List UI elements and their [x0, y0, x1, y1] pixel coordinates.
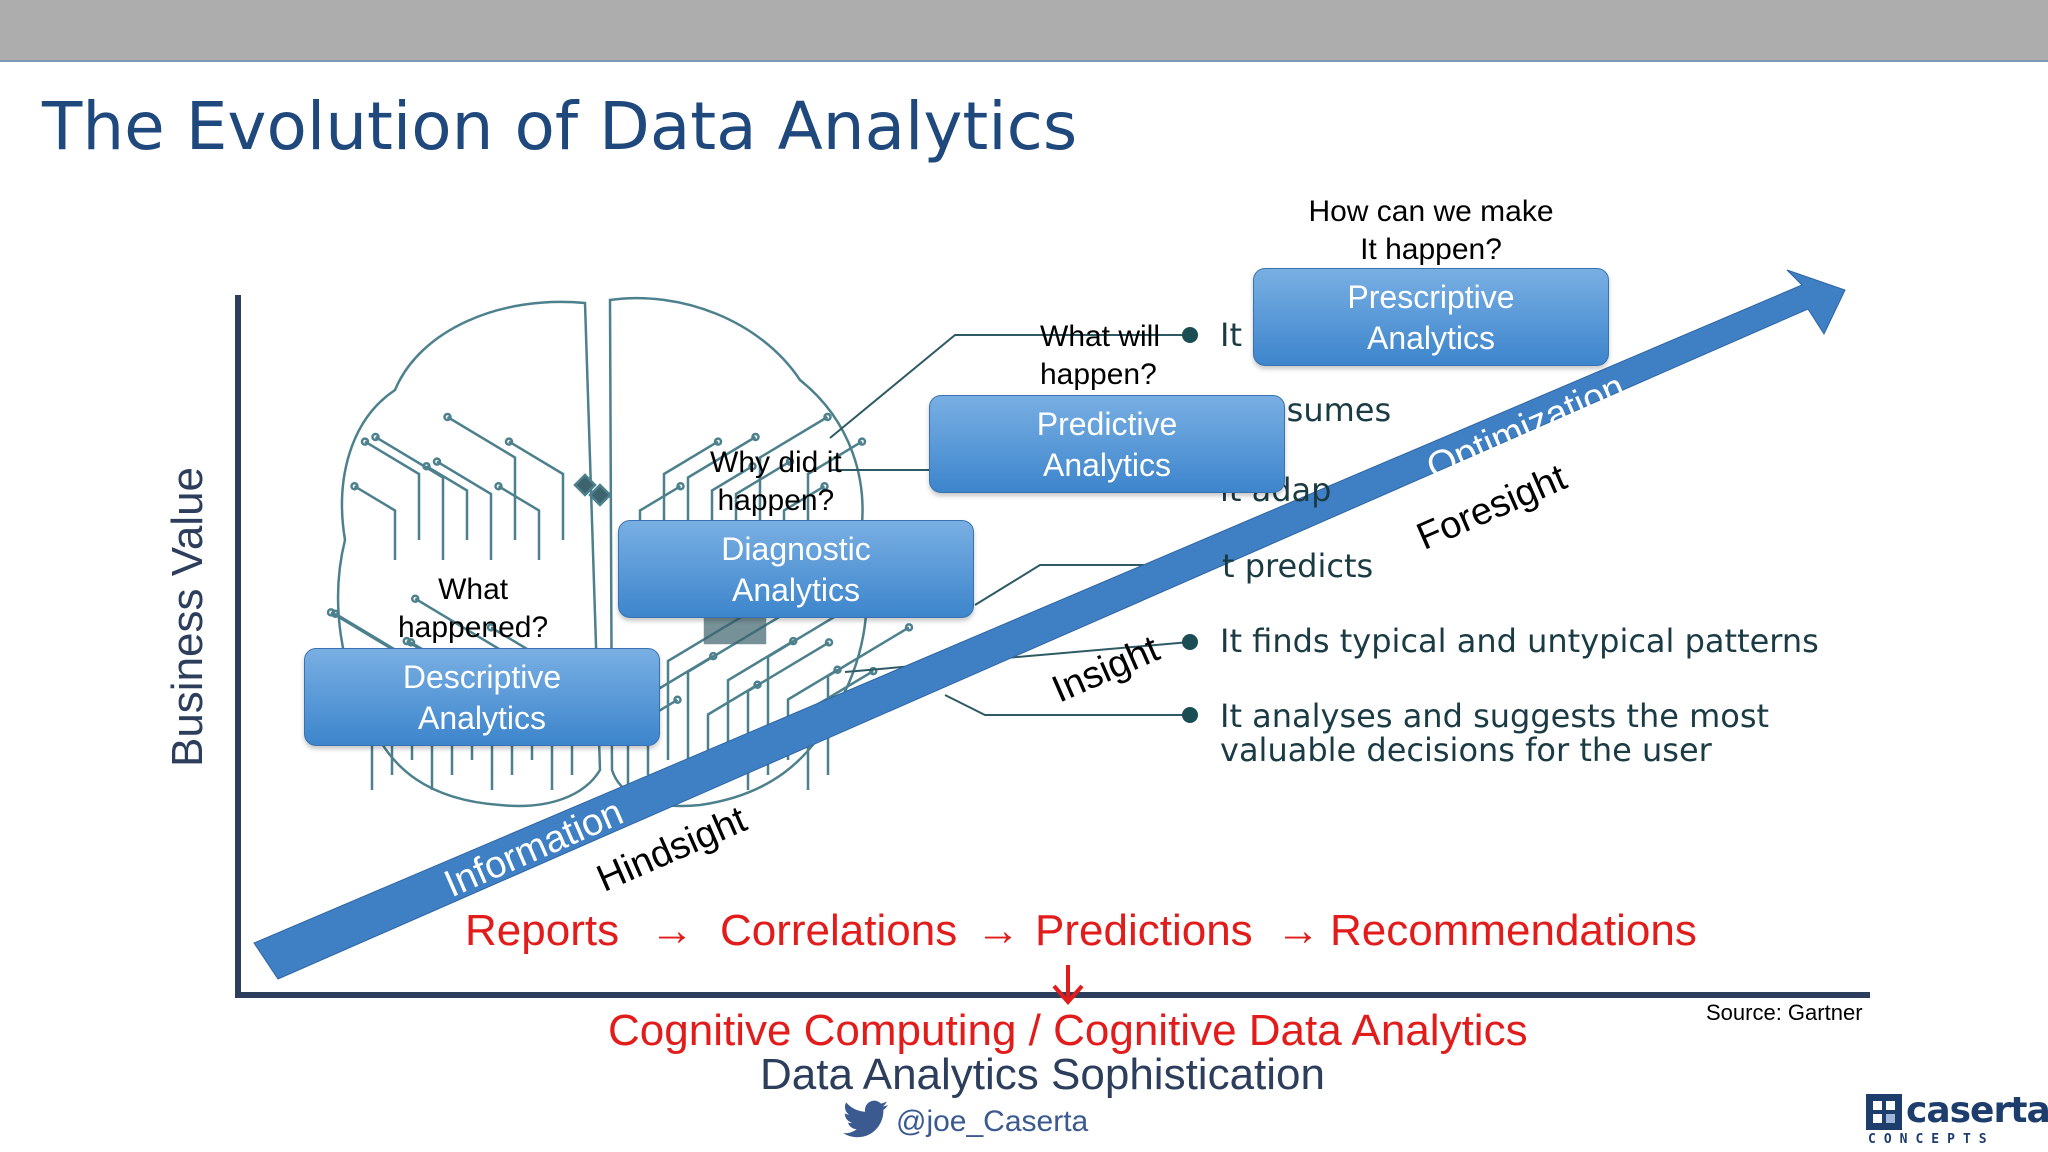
- prescriptive-analytics-label: Prescriptive: [1347, 279, 1515, 315]
- logo-subtitle: CONCEPTS: [1868, 1132, 1995, 1147]
- circuit-node: [350, 481, 359, 491]
- circuit-node: [904, 623, 914, 632]
- circuit-node: [371, 432, 380, 442]
- circuit-node: [402, 636, 411, 646]
- twitter-bird-icon: [843, 1100, 888, 1138]
- descriptive-analytics-label: Descriptive: [402, 659, 562, 695]
- descriptive-question-line-2: happened?: [398, 611, 549, 644]
- caserta-logo-icon: [1866, 1094, 1902, 1130]
- circuit-node: [673, 695, 682, 705]
- flow-separator-1: →: [650, 906, 694, 955]
- bullet-text-2: ssumes: [1270, 391, 1392, 429]
- flow-separator-2: →: [976, 906, 1020, 955]
- caserta-logo: caserta CONCEPTS: [1866, 1090, 2048, 1150]
- growth-arrow: [253, 269, 1846, 980]
- descriptive-analytics-label-2: Analytics: [417, 700, 547, 736]
- predictive-question: What will happen?: [1040, 318, 1160, 394]
- diagnostic-question-line-1: Why did it: [710, 446, 842, 479]
- flow-step-recommendations: Recommendations: [1330, 906, 1697, 955]
- descriptive-analytics-box: Descriptive Analytics: [304, 648, 660, 746]
- flow-step-correlations: Correlations: [720, 906, 958, 955]
- circuit-trace: [758, 415, 829, 540]
- predictive-analytics-label: Predictive: [1036, 406, 1178, 442]
- circuit-node: [360, 437, 370, 446]
- predictive-analytics-box: Predictive Analytics: [929, 395, 1285, 493]
- circuit-node: [857, 437, 867, 446]
- twitter-handle-text: @joe_Caserta: [896, 1105, 1089, 1138]
- circuit-node: [406, 638, 416, 647]
- bullet-text-4: t predicts: [1222, 547, 1374, 585]
- circuit-node: [422, 461, 431, 471]
- flow-step-predictions: Predictions: [1035, 906, 1253, 955]
- circuit-node: [820, 481, 829, 491]
- circuit-node: [494, 481, 503, 491]
- diagnostic-analytics-label: Diagnostic: [721, 531, 871, 567]
- twitter-handle: @joe_Caserta: [842, 1100, 1088, 1144]
- cognitive-computing-label: Cognitive Computing / Cognitive Data Ana…: [608, 1006, 1528, 1055]
- circuit-node: [748, 461, 757, 471]
- circuit-node: [326, 608, 336, 617]
- circuit-node: [411, 594, 420, 603]
- circuit-node: [331, 609, 340, 618]
- prescriptive-analytics-label-2: Analytics: [1366, 320, 1496, 356]
- bullet-text-6: It analyses and suggests the most: [1220, 697, 1770, 735]
- bullet-text-1: It: [1220, 316, 1242, 354]
- source-note: Source: Gartner: [1706, 1000, 1863, 1025]
- circuit-node: [824, 638, 834, 647]
- circuit-trace: [436, 460, 493, 560]
- y-axis-label: Business Value: [163, 466, 212, 768]
- circuit-node: [676, 481, 685, 491]
- predictive-analytics-label-2: Analytics: [1042, 447, 1172, 483]
- bullet-dots: [1182, 327, 1198, 723]
- bullet-text-5: It finds typical and untypical patterns: [1220, 622, 1819, 660]
- diagnostic-analytics-box: Diagnostic Analytics: [618, 520, 974, 618]
- circuit-node: [443, 412, 452, 422]
- circuit-node: [432, 457, 442, 466]
- circuit-trace: [364, 440, 421, 540]
- slide-title: The Evolution of Data Analytics: [42, 88, 1078, 165]
- descriptive-question: What happened?: [398, 571, 548, 647]
- prescriptive-question: How can we make It happen?: [1298, 193, 1564, 269]
- circuit-node: [869, 666, 878, 676]
- flow-separator-3: →: [1276, 906, 1320, 955]
- down-arrow-icon: [1052, 965, 1084, 1006]
- circuit-node: [823, 412, 832, 422]
- window-top-bar: [0, 0, 2048, 62]
- circuit-trace: [497, 485, 541, 560]
- circuit-trace: [508, 440, 565, 540]
- circuit-trace: [806, 440, 863, 540]
- circuit-trace: [425, 465, 469, 540]
- circuit-trace: [662, 440, 719, 540]
- diagnostic-question-line-2: happen?: [717, 484, 835, 517]
- prescriptive-question-line-2: It happen?: [1360, 233, 1502, 266]
- circuit-trace: [446, 415, 517, 540]
- circuit-trace: [374, 435, 445, 560]
- circuit-node: [713, 437, 723, 446]
- circuit-node: [504, 437, 514, 446]
- logo-wordmark: caserta: [1906, 1090, 2048, 1131]
- predictive-question-line-2: happen?: [1040, 358, 1157, 391]
- diagnostic-analytics-label-2: Analytics: [731, 572, 861, 608]
- bullet-text-7: valuable decisions for the user: [1220, 731, 1712, 769]
- prescriptive-question-line-1: How can we make: [1308, 195, 1554, 228]
- circuit-trace: [353, 485, 397, 560]
- circuit-trace: [826, 626, 910, 775]
- prescriptive-analytics-box: Prescriptive Analytics: [1253, 268, 1609, 366]
- flow-step-reports: Reports: [465, 906, 620, 955]
- diagnostic-question: Why did it happen?: [710, 444, 842, 520]
- circuit-node: [751, 432, 760, 442]
- x-axis-label: Data Analytics Sophistication: [760, 1050, 1325, 1099]
- descriptive-question-line-1: What: [438, 573, 509, 606]
- circuit-node: [486, 623, 496, 632]
- predictive-question-line-1: What will: [1040, 320, 1161, 353]
- circuit-node: [785, 457, 795, 466]
